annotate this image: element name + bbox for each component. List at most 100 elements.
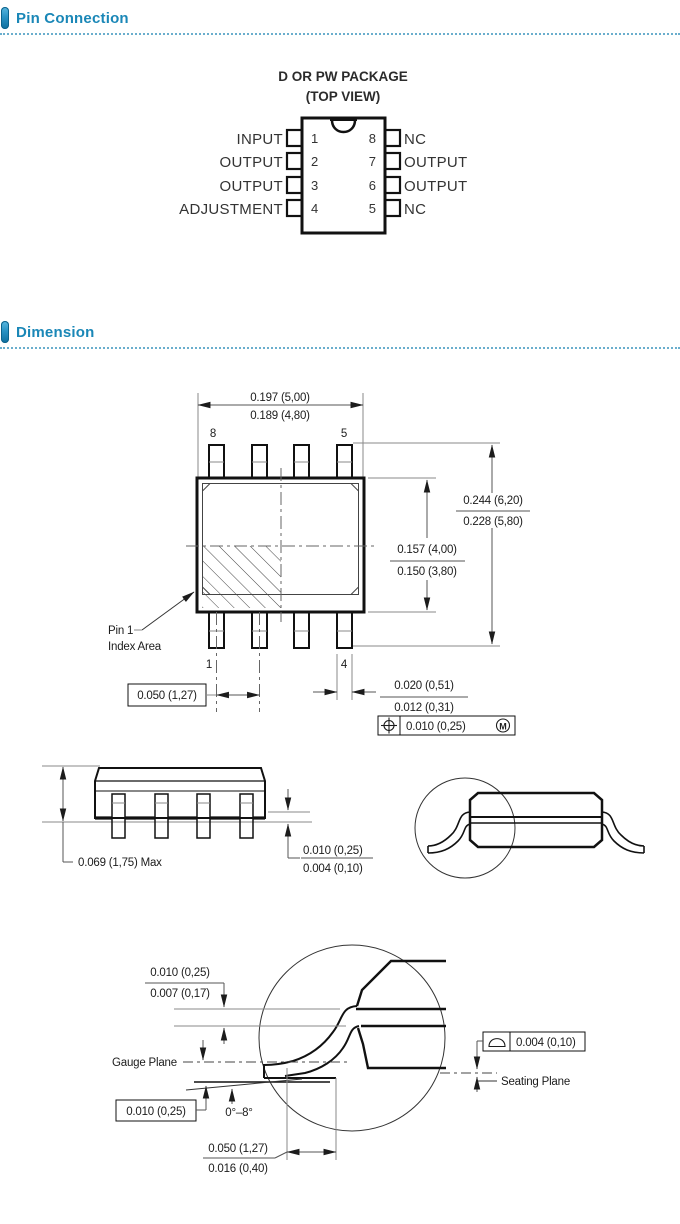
end-view-left-lead	[427, 811, 471, 854]
foot-angle-line	[185, 1078, 303, 1091]
pin-stub-7	[383, 151, 402, 171]
pin-number: 7	[369, 154, 376, 169]
standoff-mm: 0.004 (0,10)	[303, 863, 363, 875]
lead-pitch-dimension: 0.050 (1,27)	[127, 683, 261, 707]
pin-number: 5	[369, 201, 376, 216]
overall-width-dimension: 0.244 (6,20) 0.228 (5,80)	[353, 442, 530, 647]
detail-circle-large	[258, 944, 446, 1132]
pitch-dim-value: 0.050 (1,27)	[137, 690, 197, 702]
pin-label-left: ADJUSTMENT	[179, 201, 283, 218]
pin1-index-label-line2: Index Area	[108, 641, 162, 653]
standoff-inch: 0.010 (0,25)	[303, 845, 363, 857]
section-divider-dotted	[0, 347, 680, 349]
pin-number: 2	[311, 154, 318, 169]
pin-number: 8	[369, 131, 376, 146]
pin-label-left: INPUT	[237, 131, 284, 148]
section-divider-dotted	[0, 33, 680, 35]
dimension-end-view	[414, 777, 645, 879]
overall-width-inch: 0.244 (6,20)	[463, 495, 523, 507]
pin-stub-1	[285, 128, 304, 148]
flatness-symbol-icon	[488, 1038, 506, 1048]
side-view-leads	[111, 793, 254, 839]
section-bullet-icon	[1, 321, 9, 343]
height-max-value: 0.069 (1,75) Max	[78, 857, 162, 869]
side-view-body	[94, 767, 266, 839]
pin-number: 6	[369, 178, 376, 193]
pin-number: 4	[311, 201, 318, 216]
pin1-index-callout: Pin 1 Index Area	[108, 591, 195, 653]
pin1-index-area-hatch	[202, 546, 281, 608]
body-width-inch: 0.157 (4,00)	[397, 544, 457, 556]
pin-stub-8	[383, 128, 402, 148]
foot-length-mm: 0.016 (0,40)	[208, 1163, 268, 1175]
end-view-right-lead	[601, 811, 645, 854]
section-bullet-icon	[1, 7, 9, 29]
width-dim-mm: 0.189 (4,80)	[250, 410, 310, 422]
gauge-plane-callout: Gauge Plane	[112, 1040, 350, 1069]
package-height-dimension: 0.069 (1,75) Max	[42, 765, 162, 869]
lead-angle-value: 0°–8°	[225, 1107, 252, 1119]
pin1-index-label-line1: Pin 1	[108, 625, 133, 637]
section-header-dimension: Dimension	[1, 321, 94, 343]
end-view-body	[468, 791, 604, 849]
package-title-line1: D OR PW PACKAGE	[278, 69, 408, 84]
pin-label-right: OUTPUT	[404, 154, 467, 171]
lead-thickness-dimension: 0.010 (0,25) 0.007 (0,17)	[145, 967, 346, 1044]
thickness-inch: 0.010 (0,25)	[150, 967, 210, 979]
pin-connection-figure: D OR PW PACKAGE (TOP VIEW) 1 2 3 4 8 7 6…	[179, 69, 467, 235]
lead-detail-lead	[263, 1005, 360, 1079]
pin-stub-6	[383, 175, 402, 195]
body-width-mm: 0.150 (3,80)	[397, 566, 457, 578]
pin-label-right: NC	[404, 131, 426, 148]
gauge-plane-label: Gauge Plane	[112, 1057, 177, 1069]
mmc-modifier-icon: M	[495, 718, 511, 733]
overall-width-mm: 0.228 (5,80)	[463, 516, 523, 528]
true-position-icon	[381, 717, 397, 734]
standoff-dimension: 0.010 (0,25) 0.004 (0,10)	[268, 789, 373, 875]
width-dim-inch: 0.197 (5,00)	[250, 392, 310, 404]
lead-detail-body	[355, 959, 446, 1070]
position-tolerance-value: 0.010 (0,25)	[406, 721, 466, 733]
dimension-top-view: 0.197 (5,00) 0.189 (4,80) 8 5	[108, 392, 530, 736]
lead-angle-dimension: 0°–8°	[225, 1088, 253, 1119]
gauge-offset-value: 0.010 (0,25)	[126, 1106, 186, 1118]
dimension-lead-detail: 0.010 (0,25) 0.007 (0,17) Gauge Plane 0.…	[112, 944, 586, 1175]
dimension-side-view: 0.069 (1,75) Max	[42, 765, 373, 875]
gauge-offset-dimension: 0.010 (0,25)	[115, 1085, 210, 1122]
section-title: Dimension	[16, 323, 95, 341]
pin-stub-5	[383, 198, 402, 218]
pin-number: 3	[311, 178, 318, 193]
position-tolerance-frame: 0.010 (0,25) M	[377, 715, 516, 736]
section-title: Pin Connection	[16, 9, 129, 27]
pin-stub-4	[285, 198, 304, 218]
pin5-label: 5	[341, 428, 347, 440]
pin-label-left: OUTPUT	[220, 178, 283, 195]
flatness-callout: 0.004 (0,10) Seating Plane	[440, 1031, 586, 1092]
width-dimension: 0.197 (5,00) 0.189 (4,80)	[197, 392, 364, 477]
svg-text:M: M	[499, 722, 507, 732]
thickness-mm: 0.007 (0,17)	[150, 988, 210, 1000]
detail-circle	[414, 777, 516, 879]
lead-width-mm: 0.012 (0,31)	[394, 702, 454, 714]
foot-length-inch: 0.050 (1,27)	[208, 1143, 268, 1155]
pin-label-left: OUTPUT	[220, 154, 283, 171]
body-width-dimension: 0.157 (4,00) 0.150 (3,80)	[368, 477, 465, 613]
pin-stub-3	[285, 175, 304, 195]
flatness-value: 0.004 (0,10)	[516, 1037, 576, 1049]
pin1-label: 1	[206, 659, 212, 671]
foot-length-dimension: 0.050 (1,27) 0.016 (0,40)	[203, 1068, 337, 1175]
pin-number: 1	[311, 131, 318, 146]
pin-stub-2	[285, 151, 304, 171]
lead-width-dimension: 0.020 (0,51) 0.012 (0,31)	[313, 654, 468, 714]
package-title-line2: (TOP VIEW)	[306, 89, 381, 104]
pin-label-right: OUTPUT	[404, 178, 467, 195]
pin1-notch	[330, 119, 357, 134]
ic-left-pin-stubs	[285, 128, 304, 218]
section-header-pin-connection: Pin Connection	[1, 7, 129, 29]
pin8-label: 8	[210, 428, 216, 440]
seating-plane-label: Seating Plane	[501, 1076, 570, 1088]
lead-width-inch: 0.020 (0,51)	[394, 680, 454, 692]
ic-right-pin-stubs	[383, 128, 402, 218]
pin-label-right: NC	[404, 201, 426, 218]
